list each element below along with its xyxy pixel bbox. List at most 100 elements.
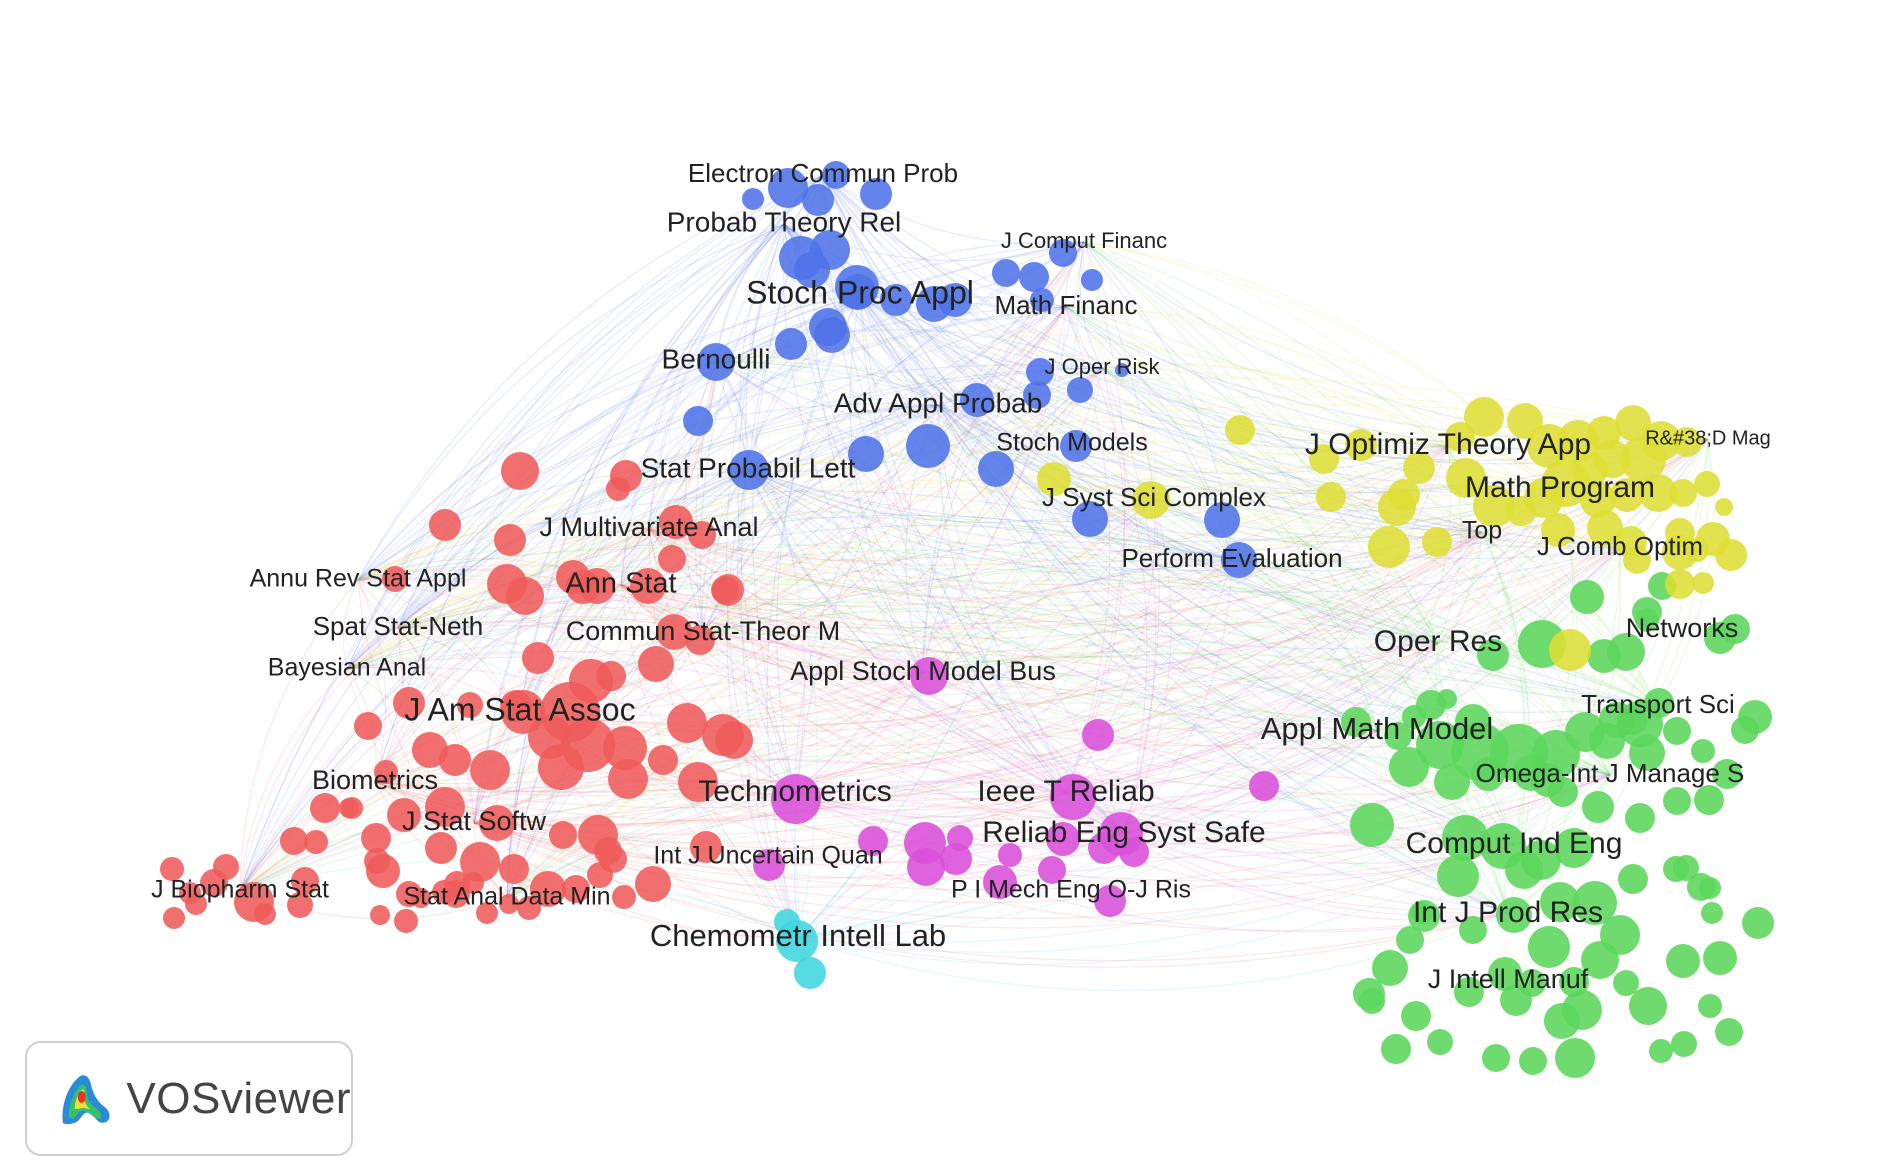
journal-label[interactable]: Stat Probabil Lett	[641, 452, 856, 483]
journal-label[interactable]: J Optimiz Theory App	[1305, 428, 1591, 461]
journal-node-red[interactable]	[517, 896, 541, 920]
journal-node-red[interactable]	[411, 888, 431, 908]
journal-node-blue[interactable]	[794, 252, 830, 288]
journal-node-red[interactable]	[501, 452, 539, 490]
journal-node-green[interactable]	[1500, 984, 1532, 1016]
journal-label[interactable]: J Comb Optim	[1537, 531, 1703, 561]
journal-node-cyan[interactable]	[794, 957, 826, 989]
journal-label[interactable]: J Am Stat Assoc	[404, 691, 635, 727]
journal-node-green[interactable]	[1587, 639, 1621, 673]
journal-node-blue[interactable]	[697, 343, 735, 381]
journal-node-green[interactable]	[1559, 967, 1589, 997]
journal-node-yellow[interactable]	[1610, 478, 1644, 512]
journal-label[interactable]: Bayesian Anal	[268, 654, 426, 682]
journal-node-red[interactable]	[630, 568, 666, 604]
journal-label[interactable]: Appl Math Model	[1261, 711, 1494, 746]
journal-node-green[interactable]	[1581, 941, 1619, 979]
journal-node-red[interactable]	[635, 866, 671, 902]
journal-node-blue[interactable]	[1115, 363, 1129, 377]
journal-node-red[interactable]	[562, 875, 590, 903]
journal-node-cyan[interactable]	[774, 909, 800, 935]
journal-node-green[interactable]	[1635, 608, 1659, 632]
journal-label[interactable]: Top	[1462, 517, 1502, 545]
journal-node-magenta[interactable]	[1038, 856, 1066, 884]
vosviewer-badge[interactable]: VOSviewer	[25, 1041, 353, 1156]
journal-node-green[interactable]	[1372, 950, 1408, 986]
journal-label[interactable]: Reliab Eng Syst Safe	[982, 816, 1266, 849]
journal-node-green[interactable]	[1437, 855, 1479, 897]
journal-node-red[interactable]	[439, 744, 471, 776]
journal-node-red[interactable]	[291, 867, 319, 895]
journal-node-red[interactable]	[310, 793, 340, 823]
journal-node-red[interactable]	[530, 871, 566, 907]
journal-node-blue[interactable]	[1026, 358, 1054, 386]
journal-node-red[interactable]	[425, 832, 457, 864]
journal-node-blue[interactable]	[775, 328, 807, 360]
journal-node-magenta[interactable]	[753, 849, 785, 881]
journal-node-red[interactable]	[538, 744, 584, 790]
journal-node-blue[interactable]	[1023, 381, 1051, 409]
journal-node-blue[interactable]	[1204, 502, 1240, 538]
journal-node-green[interactable]	[1396, 926, 1424, 954]
journal-label[interactable]: P I Mech Eng O-J Ris	[951, 876, 1191, 904]
journal-label[interactable]: Biometrics	[312, 765, 438, 795]
journal-label[interactable]: Technometrics	[698, 775, 891, 808]
journal-label[interactable]: Bernoulli	[662, 343, 771, 374]
journal-node-red[interactable]	[393, 687, 425, 719]
journal-node-yellow[interactable]	[1715, 498, 1733, 516]
journal-node-red[interactable]	[370, 905, 390, 925]
journal-node-green[interactable]	[1455, 704, 1491, 740]
journal-node-green[interactable]	[1544, 1003, 1580, 1039]
journal-node-yellow[interactable]	[1464, 397, 1504, 437]
journal-node-green[interactable]	[1617, 701, 1663, 747]
journal-label[interactable]: Comput Ind Eng	[1406, 827, 1623, 860]
journal-node-magenta[interactable]	[1119, 837, 1149, 867]
journal-node-red[interactable]	[304, 830, 328, 854]
journal-node-blue[interactable]	[742, 188, 764, 210]
journal-node-magenta[interactable]	[771, 774, 821, 824]
journal-node-yellow[interactable]	[1549, 629, 1591, 671]
journal-node-red[interactable]	[374, 760, 398, 784]
journal-node-green[interactable]	[1715, 1018, 1743, 1046]
journal-node-green[interactable]	[1402, 705, 1426, 729]
journal-node-green[interactable]	[1618, 864, 1648, 894]
journal-node-blue[interactable]	[1081, 269, 1103, 291]
journal-node-yellow[interactable]	[1445, 422, 1475, 452]
journal-label[interactable]: Ieee T Reliab	[977, 775, 1154, 808]
journal-node-magenta[interactable]	[858, 826, 888, 856]
journal-node-red[interactable]	[487, 564, 527, 604]
journal-node-red[interactable]	[658, 545, 686, 573]
journal-node-blue[interactable]	[860, 178, 892, 210]
journal-node-yellow[interactable]	[1132, 481, 1170, 519]
journal-node-red[interactable]	[711, 576, 739, 604]
journal-node-yellow[interactable]	[1669, 479, 1697, 507]
journal-node-green[interactable]	[1731, 716, 1759, 744]
journal-node-red[interactable]	[688, 521, 716, 549]
journal-node-blue[interactable]	[683, 406, 713, 436]
journal-node-red[interactable]	[667, 703, 707, 743]
journal-node-green[interactable]	[1416, 721, 1464, 769]
journal-node-red[interactable]	[457, 692, 483, 718]
journal-node-green[interactable]	[1613, 970, 1639, 996]
journal-node-red[interactable]	[429, 509, 461, 541]
journal-node-blue[interactable]	[1067, 377, 1093, 403]
journal-node-green[interactable]	[1434, 764, 1470, 800]
journal-node-red[interactable]	[638, 646, 674, 682]
journal-node-red[interactable]	[659, 505, 693, 539]
journal-node-blue[interactable]	[822, 161, 850, 189]
journal-node-yellow[interactable]	[1037, 462, 1071, 496]
journal-node-green[interactable]	[1698, 994, 1722, 1018]
journal-node-red[interactable]	[287, 892, 313, 918]
journal-node-red[interactable]	[494, 524, 526, 556]
journal-label[interactable]: J Intell Manuf	[1428, 964, 1589, 994]
journal-node-green[interactable]	[1482, 1044, 1510, 1072]
journal-node-green[interactable]	[1359, 988, 1385, 1014]
journal-node-red[interactable]	[479, 805, 515, 841]
journal-node-green[interactable]	[1540, 882, 1580, 922]
journal-label[interactable]: Oper Res	[1374, 625, 1502, 658]
journal-node-blue[interactable]	[938, 283, 972, 317]
journal-node-green[interactable]	[1554, 828, 1594, 868]
journal-node-blue[interactable]	[1019, 262, 1049, 292]
journal-node-blue[interactable]	[802, 184, 834, 216]
journal-node-yellow[interactable]	[1623, 546, 1651, 574]
